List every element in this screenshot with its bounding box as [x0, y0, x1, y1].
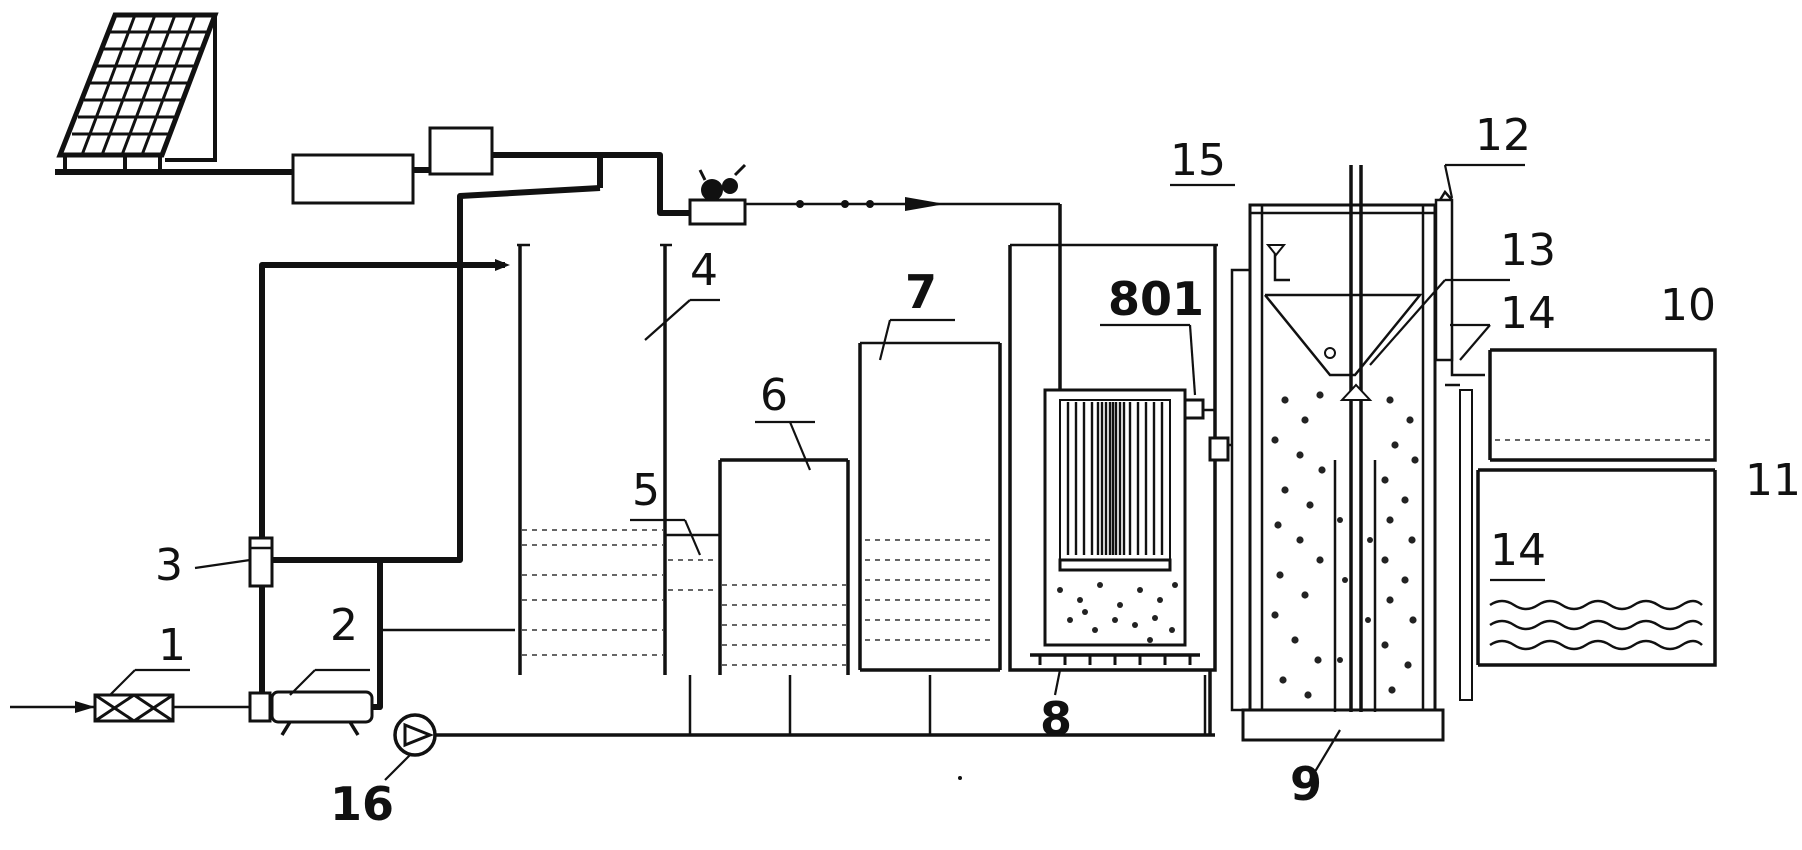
label-14-lower: 14	[1490, 525, 1546, 576]
label-10: 10	[1660, 280, 1716, 331]
valve-1	[93, 693, 175, 723]
label-11: 11	[1745, 455, 1801, 506]
flow-arrow-icon	[796, 197, 945, 211]
label-4: 4	[690, 245, 718, 296]
return-pump-16	[393, 713, 437, 757]
venturi-3	[248, 536, 274, 588]
label-8: 8	[1040, 692, 1072, 746]
solar-panel-icon	[55, 12, 219, 175]
membrane-module-icon	[1058, 399, 1172, 572]
label-2: 2	[330, 600, 358, 651]
label-12: 12	[1475, 110, 1531, 161]
label-16: 16	[330, 777, 394, 831]
pump-2	[270, 690, 374, 724]
label-9: 9	[1290, 757, 1322, 811]
label-3: 3	[155, 540, 183, 591]
solar-controller-box	[291, 153, 415, 205]
stray-dot	[958, 776, 962, 780]
inverter-box	[428, 126, 494, 176]
tank-10	[1488, 348, 1717, 462]
label-15: 15	[1170, 135, 1226, 186]
air-pump-icon	[688, 163, 747, 226]
suction-pump-801	[1183, 398, 1205, 420]
label-801: 801	[1108, 272, 1204, 326]
label-7: 7	[905, 265, 937, 319]
label-1: 1	[158, 620, 186, 671]
label-5: 5	[632, 465, 660, 516]
tank-7	[858, 341, 1002, 672]
tank-5-6	[665, 458, 850, 675]
label-13: 13	[1500, 225, 1556, 276]
label-14-upper: 14	[1500, 288, 1556, 339]
reactor-9	[1230, 165, 1485, 742]
tank-4	[517, 243, 672, 675]
tank-11	[1476, 468, 1717, 667]
tank-8	[1008, 243, 1230, 672]
label-6: 6	[760, 370, 788, 421]
